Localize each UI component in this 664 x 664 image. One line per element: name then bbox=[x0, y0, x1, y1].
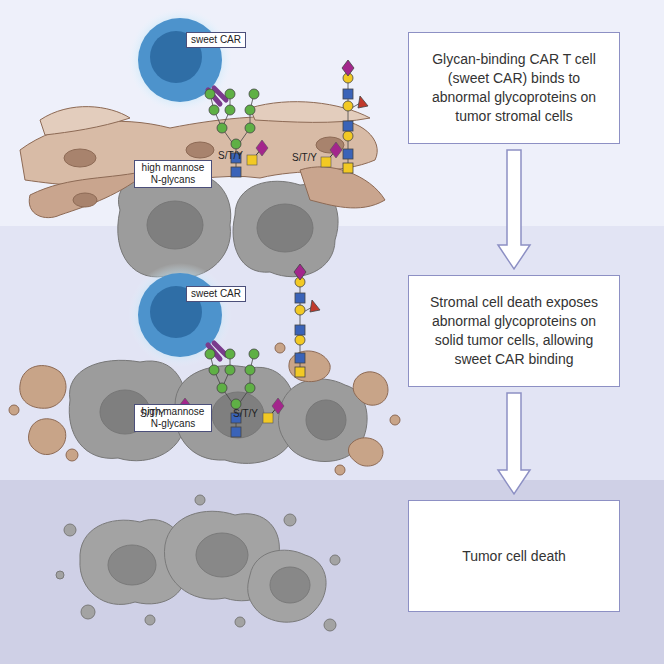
site-label: S/T/Y bbox=[218, 150, 243, 161]
node-text: sweet CAR bbox=[191, 34, 241, 46]
band bbox=[0, 0, 664, 226]
dying-tumor-cells bbox=[56, 495, 340, 631]
dying-stromal-cells bbox=[9, 343, 400, 475]
block-arrow bbox=[498, 150, 530, 269]
label-box: high mannose N-glycans bbox=[134, 160, 212, 188]
step-box: Tumor cell death bbox=[408, 500, 620, 612]
step-box: Glycan-binding CAR T cell (sweet CAR) bi… bbox=[408, 32, 620, 144]
step-box: Stromal cell death exposes abnormal glyc… bbox=[408, 275, 620, 387]
site-label: S/T/Y bbox=[140, 408, 165, 419]
node-text: high mannose N-glycans bbox=[139, 162, 207, 186]
site-label: S/T/Y bbox=[292, 152, 317, 163]
band bbox=[0, 226, 664, 480]
node-text: Glycan-binding CAR T cell (sweet CAR) bi… bbox=[421, 50, 607, 126]
band bbox=[0, 480, 664, 664]
block-arrow bbox=[498, 393, 530, 494]
node-text: Tumor cell death bbox=[462, 547, 566, 566]
label-box: sweet CAR bbox=[186, 286, 246, 302]
node-text: Stromal cell death exposes abnormal glyc… bbox=[421, 293, 607, 369]
node-text: sweet CAR bbox=[191, 288, 241, 300]
label-box: sweet CAR bbox=[186, 32, 246, 48]
site-label: S/T/Y bbox=[233, 408, 258, 419]
stromal-cells bbox=[20, 102, 385, 218]
